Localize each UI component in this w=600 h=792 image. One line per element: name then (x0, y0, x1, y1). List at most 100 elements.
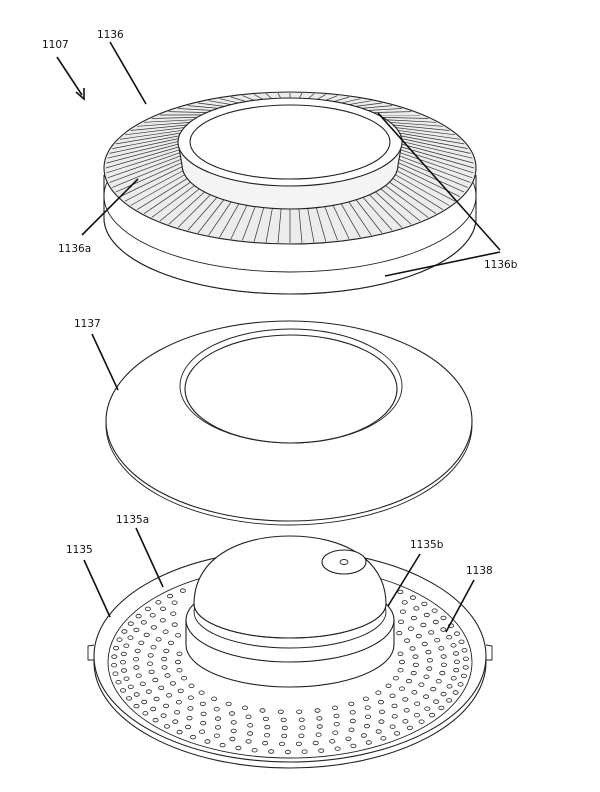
perforation-hole (169, 681, 176, 686)
perforation-hole (299, 725, 306, 730)
perforation-hole (166, 693, 173, 698)
perforation-hole (174, 659, 181, 665)
fin-line (392, 131, 465, 145)
perforation-hole (426, 666, 433, 671)
label-1136a: 1136a (58, 243, 91, 255)
perforation-hole (333, 713, 340, 719)
fin-line (109, 154, 185, 183)
perforation-hole (113, 645, 120, 651)
perforation-hole (440, 615, 447, 621)
label-1107: 1107 (42, 39, 69, 51)
perforation-hole (149, 613, 156, 618)
fin-line (389, 128, 461, 140)
perforation-hole (363, 723, 370, 729)
perforation-hole (284, 749, 291, 755)
perforation-hole (349, 710, 356, 715)
fin-line (119, 162, 191, 198)
perforation-hole (316, 716, 323, 721)
perforation-hole (435, 679, 442, 684)
fin-line (394, 134, 468, 149)
perforation-hole (133, 627, 140, 633)
arrow-1107-head (75, 88, 85, 101)
perforation-hole (200, 720, 207, 726)
leader-1136b-upper (377, 112, 501, 251)
label-1135a: 1135a (116, 514, 149, 526)
perforation-hole (187, 695, 194, 700)
perforation-hole (140, 620, 147, 625)
perforation-hole (262, 740, 269, 746)
label-1136b: 1136b (484, 259, 518, 271)
perforation-hole (348, 727, 355, 732)
fin-line (124, 165, 194, 202)
fin-line (107, 139, 183, 159)
perforation-hole (410, 670, 417, 676)
perforation-hole (147, 653, 154, 658)
leader-1136b-lower (384, 251, 501, 277)
leader-1138 (445, 579, 475, 633)
fin-line (119, 128, 191, 140)
leader-1137 (91, 333, 119, 391)
perforation-hole (127, 635, 134, 640)
perforation-hole (420, 622, 427, 628)
perforation-hole (378, 719, 385, 724)
perforation-hole (264, 724, 271, 730)
leader-1135a (135, 527, 164, 588)
perforation-hole (407, 626, 414, 631)
perforation-hole (405, 678, 412, 684)
perforation-hole (121, 629, 128, 634)
perforation-hole (247, 731, 254, 736)
perforation-hole (219, 742, 226, 748)
perforation-hole (460, 673, 467, 679)
perforation-hole (186, 715, 193, 721)
perforation-hole (440, 654, 447, 659)
perforation-hole (450, 676, 457, 681)
perforation-hole (440, 691, 447, 697)
perforation-hole (123, 676, 130, 681)
base-perforations (111, 588, 469, 755)
perforation-hole (278, 741, 285, 747)
perforation-hole (426, 658, 433, 663)
perforation-hole (153, 696, 160, 702)
perforation-hole (412, 662, 419, 668)
perforation-hole (190, 734, 197, 740)
fin-line (106, 142, 183, 164)
perforation-hole (397, 589, 404, 595)
perforation-hole (389, 693, 396, 698)
perforation-hole (392, 676, 399, 681)
perforation-hole (142, 711, 149, 716)
perforation-hole (176, 651, 183, 656)
perforation-hole (229, 736, 236, 742)
perforation-hole (199, 701, 206, 707)
perforation-hole (133, 703, 140, 709)
fin-line (115, 131, 188, 145)
perforation-hole (150, 706, 157, 712)
perforation-hole (213, 733, 220, 738)
perforation-hole (414, 701, 421, 706)
middle-ring-1137 (105, 320, 473, 526)
perforation-hole (412, 654, 419, 659)
perforation-hole (277, 709, 284, 714)
perforation-hole (458, 639, 465, 644)
perforation-hole (350, 743, 357, 749)
fin-line (107, 151, 184, 179)
perforation-hole (177, 688, 184, 694)
fin-line (105, 145, 183, 169)
perforation-hole (402, 697, 409, 702)
perforation-hole (364, 705, 371, 710)
perforation-hole (345, 736, 352, 741)
perforation-hole (120, 688, 127, 693)
perforation-hole (198, 729, 205, 734)
perforation-hole (349, 718, 356, 724)
perforation-hole (409, 646, 416, 651)
perforation-hole (331, 705, 338, 710)
perforation-hole (126, 696, 133, 701)
fin-line (106, 148, 183, 174)
label-1136: 1136 (97, 29, 124, 41)
perforation-hole (175, 633, 182, 638)
perforation-hole (211, 696, 218, 701)
perforation-hole (423, 674, 430, 679)
perforation-hole (120, 651, 127, 657)
perforation-hole (120, 668, 127, 673)
perforation-hole (185, 724, 192, 730)
perforation-hole (438, 646, 445, 651)
